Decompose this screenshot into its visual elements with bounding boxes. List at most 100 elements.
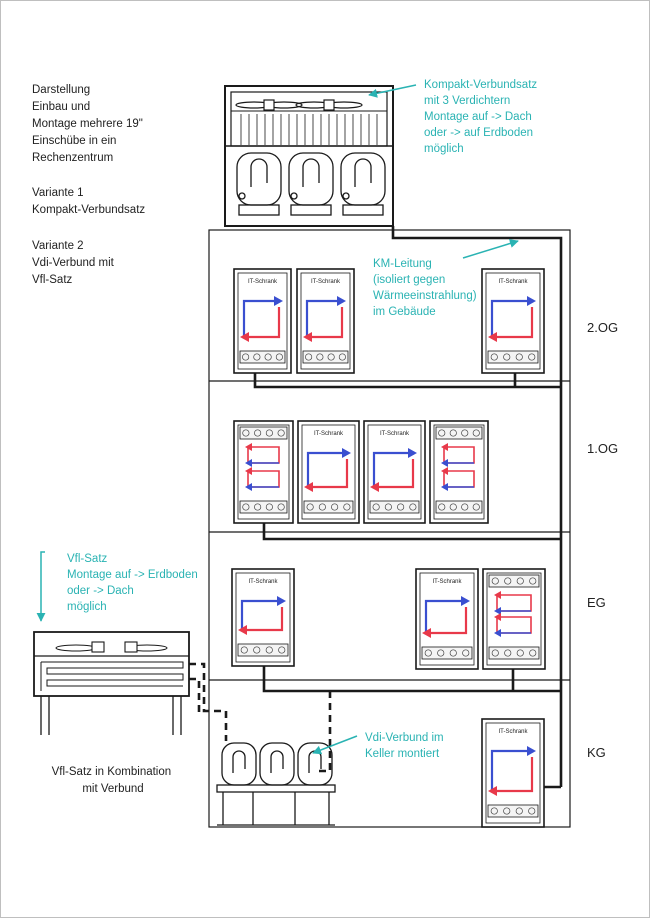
cold-air-arrow-icon: [342, 448, 351, 458]
it-cabinet: [482, 568, 546, 670]
hot-air-path: [426, 607, 468, 635]
cold-air-arrow-icon: [527, 296, 536, 306]
cabinet-label: IT-Schrank: [498, 279, 528, 285]
cold-air-arrow-icon: [494, 607, 501, 615]
cold-air-arrow-icon: [494, 629, 501, 637]
hot-air-arrow-icon: [441, 443, 448, 451]
cold-air-arrow-icon: [461, 596, 470, 606]
cold-air-arrow-icon: [245, 459, 252, 467]
km-note-text: KM-Leitung (isoliert gegen Wärmeeinstrah…: [373, 258, 480, 318]
kompakt-pointer-arrow: [368, 84, 417, 98]
cabinet-label: IT-Schrank: [248, 279, 278, 285]
hot-air-arrow-icon: [488, 332, 497, 342]
it-cabinet: IT-Schrank: [481, 718, 545, 828]
cold-air-arrow-icon: [277, 596, 286, 606]
cold-air-arrow-icon: [245, 483, 252, 491]
kompakt-note-text: Kompakt-Verbundsatz mit 3 Verdichtern Mo…: [424, 79, 540, 155]
hot-air-arrow-icon: [494, 591, 501, 599]
cabinet-label: IT-Schrank: [314, 431, 344, 437]
hot-air-arrow-icon: [303, 332, 312, 342]
variant-2-text: Variante 2 Vdi-Verbund mit Vfl-Satz: [32, 240, 117, 286]
refrigerant-lines: [253, 226, 563, 789]
floor-label-2og: 2.OG: [587, 320, 618, 335]
it-cabinet: [429, 420, 489, 524]
it-cabinet: IT-Schrank: [415, 568, 479, 670]
cabinet-grille: [302, 350, 349, 364]
compressor-icon: [221, 742, 333, 786]
cabinet-grille: [488, 574, 540, 660]
vdi-verbund-unit: [216, 742, 336, 826]
cold-air-path: [424, 599, 466, 633]
cold-air-arrow-icon: [441, 483, 448, 491]
cold-air-arrow-icon: [408, 448, 417, 458]
it-cabinet: IT-Schrank: [481, 268, 545, 374]
cold-air-arrow-icon: [527, 746, 536, 756]
hot-air-arrow-icon: [245, 443, 252, 451]
cabinet-label: IT-Schrank: [432, 579, 462, 585]
hot-air-arrow-icon: [370, 482, 379, 492]
building-outline: [208, 229, 571, 828]
floor-label-1og: 1.OG: [587, 441, 618, 456]
cabinet-grille: [369, 500, 420, 514]
cold-air-arrow-icon: [337, 296, 346, 306]
cold-air-path: [305, 299, 342, 337]
cold-air-arrow-icon: [441, 459, 448, 467]
cabinet-grille: [487, 804, 539, 818]
hot-air-path: [492, 757, 534, 793]
cold-air-path: [242, 299, 279, 337]
it-cabinet: [233, 420, 294, 524]
cabinet-label: IT-Schrank: [248, 579, 278, 585]
hot-air-arrow-icon: [240, 332, 249, 342]
it-cabinet: IT-Schrank: [297, 420, 360, 524]
cold-air-path: [240, 599, 282, 630]
cabinet-label: IT-Schrank: [311, 279, 341, 285]
hot-air-arrow-icon: [441, 467, 448, 475]
cabinet-grille: [487, 350, 539, 364]
hot-air-arrow-icon: [488, 786, 497, 796]
cold-air-path: [372, 451, 413, 487]
cold-air-path: [490, 299, 532, 337]
cabinet-grille: [237, 643, 289, 657]
it-cabinet: IT-Schrank: [363, 420, 426, 524]
cold-air-path: [306, 451, 347, 487]
cabinet-label: IT-Schrank: [498, 729, 528, 735]
kompakt-verbundsatz-unit: [224, 85, 394, 227]
description-text: Darstellung Einbau und Montage mehrere 1…: [32, 84, 146, 164]
hot-air-arrow-icon: [494, 613, 501, 621]
it-cabinet: IT-Schrank: [231, 568, 295, 667]
hot-air-path: [244, 307, 281, 339]
vfl-fan-icon: [55, 641, 168, 653]
cabinet-grille: [239, 426, 288, 514]
compressor-icon: [236, 152, 386, 216]
hot-air-arrow-icon: [304, 482, 313, 492]
roof-fan-icon: [235, 99, 363, 111]
hot-air-path: [374, 459, 415, 489]
hot-air-path: [308, 459, 349, 489]
variant-1-text: Variante 1 Kompakt-Verbundsatz: [32, 187, 145, 216]
vdi-dashed-lines: [189, 662, 332, 773]
hot-air-arrow-icon: [422, 628, 431, 638]
vdi-note-text: Vdi-Verbund im Keller montiert: [365, 732, 447, 760]
vfl-pointer-arrow: [36, 551, 46, 622]
vfl-note-text: Vfl-Satz Montage auf -> Erdboden oder ->…: [67, 553, 201, 613]
cabinet-grille: [435, 426, 483, 514]
hot-air-path: [242, 607, 284, 632]
hot-air-arrow-icon: [245, 467, 252, 475]
cabinet-grille: [303, 500, 354, 514]
floor-label-kg: KG: [587, 745, 606, 760]
cold-air-path: [490, 749, 532, 791]
hot-air-arrow-icon: [238, 625, 247, 635]
cabinet-grille: [239, 350, 286, 364]
vfl-satz-unit: [33, 631, 190, 735]
hot-air-path: [492, 307, 534, 339]
cabinet-label: IT-Schrank: [380, 431, 410, 437]
hot-air-path: [307, 307, 344, 339]
cabinet-grille: [421, 646, 473, 660]
vfl-caption-text: Vfl-Satz in Kombination mit Verbund: [52, 766, 175, 795]
cold-air-arrow-icon: [274, 296, 283, 306]
vdi-pointer-arrow: [312, 735, 358, 755]
it-cabinet: IT-Schrank: [296, 268, 355, 374]
